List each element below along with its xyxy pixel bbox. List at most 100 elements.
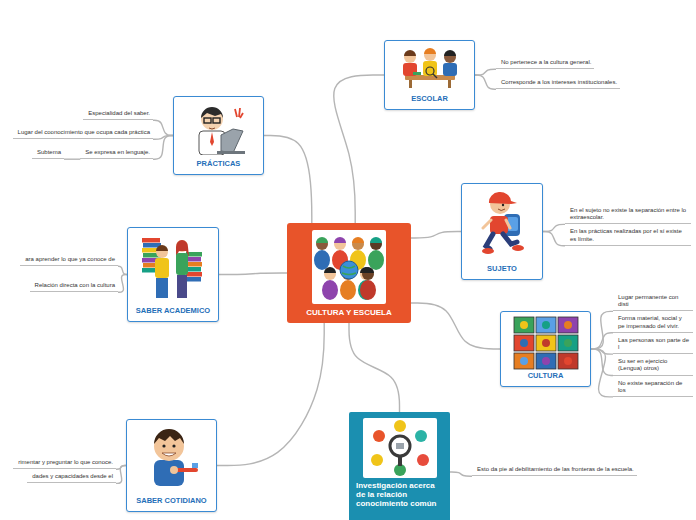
leaf-note: En las prácticas realizadas por el sí ex… (565, 228, 691, 245)
illustration-shape (443, 63, 457, 76)
illustration-shape (520, 339, 528, 347)
illustration (142, 424, 202, 492)
illustration-shape (542, 321, 550, 329)
illustration-shape (217, 151, 245, 154)
illustration-shape (483, 220, 510, 228)
illustration-shape (155, 258, 169, 278)
topic-title: SUJETO (487, 265, 517, 274)
leaf-text: Lugar permanente con disti (618, 294, 690, 308)
illustration-shape (536, 335, 556, 351)
illustration-shape (489, 192, 517, 204)
illustration-shape (352, 238, 364, 250)
illustration-shape (444, 50, 456, 56)
branch-connector (118, 266, 127, 274)
illustration-shape (342, 266, 356, 275)
leaf-text: En las prácticas realizadas por el sí ex… (570, 228, 688, 242)
illustration-shape (558, 317, 578, 333)
illustration-shape (558, 335, 578, 351)
branch-connector (450, 472, 472, 476)
topic-box: PRÁCTICAS (173, 96, 264, 175)
illustration-shape (316, 238, 328, 250)
illustration-shape (394, 420, 406, 432)
central-topic: CULTURA Y ESCUELA (287, 223, 411, 323)
illustration (399, 45, 461, 89)
topic-title: CULTURA (528, 372, 564, 381)
topic-title: PRÁCTICAS (197, 160, 241, 169)
topic-title: CULTURA Y ESCUELA (306, 308, 392, 317)
illustration-shape (542, 357, 550, 365)
branch-connector (591, 333, 613, 349)
leaf-note: Las personas son parte de l (613, 337, 693, 354)
illustration-shape (314, 250, 330, 270)
leaf-text: No existe separación de los (618, 380, 690, 394)
branch-connector (334, 75, 384, 223)
illustration-shape (176, 253, 188, 275)
illustration (512, 316, 580, 370)
leaf-text: Las personas son parte de l (618, 337, 690, 351)
illustration-shape (201, 108, 223, 130)
illustration-shape (324, 268, 336, 280)
illustration-shape (482, 248, 494, 254)
illustration-shape (340, 261, 358, 279)
illustration-shape (312, 230, 386, 304)
illustration-shape (162, 453, 176, 456)
illustration-shape (514, 353, 534, 369)
illustration-shape (486, 234, 517, 249)
leaf-note: Se expresa en lenguaje. (80, 149, 153, 159)
branch-connector (64, 158, 80, 159)
topic-box: Investigación acerca de la relación cono… (349, 412, 450, 520)
branch-connector (116, 466, 126, 484)
leaf-text: rimentar y preguntar lo que conoce. (18, 459, 113, 466)
topic-title: SABER ACADEMICO (136, 307, 210, 316)
illustration-shape (334, 238, 346, 250)
topic-box: CULTURA (500, 311, 591, 387)
leaf-text: Esto da pie al debilitamiento de las fro… (477, 466, 634, 473)
leaf-note: Relación directa con la cultura (30, 282, 118, 292)
branch-connector (475, 69, 496, 75)
branch-connector (475, 75, 496, 89)
leaf-text: Corresponde a los intereses instituciona… (501, 79, 617, 86)
illustration (312, 230, 386, 304)
illustration (363, 418, 437, 478)
illustration-shape (360, 280, 376, 300)
illustration-shape (185, 277, 201, 282)
leaf-note: No pertenece a la cultura general. (496, 59, 594, 69)
illustration-shape (156, 246, 168, 258)
leaf-note: No existe separación de los (613, 380, 693, 397)
illustration-shape (154, 429, 184, 444)
illustration-shape (172, 444, 175, 447)
illustration-shape (498, 209, 505, 211)
leaf-note: ara aprender lo que ya conoce de (20, 256, 118, 266)
illustration (476, 188, 528, 258)
illustration-shape (514, 335, 534, 351)
leaf-note: Especialidad del saber. (83, 110, 153, 120)
illustration-shape (512, 245, 524, 251)
leaf-note: Esto da pie al debilitamiento de las fro… (472, 466, 637, 476)
illustration-shape (162, 444, 165, 447)
illustration-shape (564, 321, 572, 329)
illustration-shape (370, 238, 382, 250)
leaf-text: dades y capacidades desde el (32, 473, 113, 480)
branch-connector (264, 136, 312, 224)
leaf-note: rimentar y preguntar lo que conoce. (13, 459, 116, 469)
leaf-text: No pertenece a la cultura general. (501, 59, 591, 66)
illustration-shape (404, 50, 416, 56)
illustration-shape (142, 238, 160, 243)
illustration-shape (316, 237, 328, 243)
illustration-shape (417, 454, 429, 466)
leaf-text: Subtema (37, 149, 61, 156)
leaf-text: En el sujeto no existe la separación ent… (570, 207, 688, 221)
leaf-note: dades y capacidades desde el (27, 473, 116, 483)
illustration-shape (213, 118, 220, 123)
topic-box: SUJETO (461, 183, 543, 280)
illustration-shape (363, 418, 437, 478)
branch-connector (217, 323, 324, 466)
illustration-shape (362, 267, 374, 273)
topic-title: SABER COTIDIANO (136, 497, 206, 506)
illustration-shape (390, 436, 410, 456)
illustration-shape (424, 48, 436, 54)
leaf-note: Su ser en ejercicio (Lengua) otros) (613, 358, 693, 375)
branch-connector (591, 311, 613, 349)
branch-connector (118, 275, 127, 293)
illustration-shape (334, 237, 346, 243)
